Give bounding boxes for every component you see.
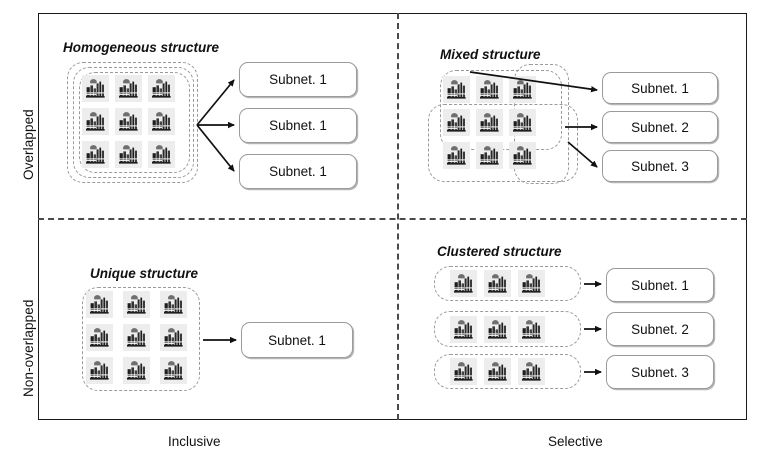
- factory-icon: [86, 291, 113, 318]
- subnet-label: Subnet. 1: [269, 118, 327, 133]
- factory-icon: [160, 357, 187, 384]
- subnet-box-br-2[interactable]: Subnet. 2: [606, 312, 714, 346]
- subnet-label: Subnet. 1: [631, 277, 689, 293]
- factory-icon: [123, 324, 150, 351]
- factory-icon: [484, 316, 511, 343]
- subnet-box-tl-3[interactable]: Subnet. 1: [239, 154, 357, 189]
- caption-homogeneous-structure: Homogeneous structure: [63, 40, 220, 55]
- factory-icon: [509, 76, 536, 103]
- device-grid-mixed: [443, 76, 542, 175]
- subnet-label: Subnet. 3: [631, 158, 689, 174]
- factory-icon: [115, 108, 142, 135]
- subnet-label: Subnet. 1: [269, 72, 327, 87]
- device-grid-cluster-1: [450, 270, 552, 297]
- group-outline-cluster-3: [434, 354, 581, 389]
- subnet-label: Subnet. 3: [631, 364, 689, 380]
- caption-unique-structure: Unique structure: [90, 266, 199, 281]
- group-outline-homogeneous-inner: [79, 72, 190, 173]
- factory-icon: [115, 75, 142, 102]
- subnet-label: Subnet. 2: [631, 321, 689, 337]
- factory-icon: [82, 108, 109, 135]
- factory-icon: [86, 324, 113, 351]
- factory-icon: [123, 357, 150, 384]
- factory-icon: [509, 109, 536, 136]
- factory-icon: [450, 316, 477, 343]
- factory-icon: [160, 324, 187, 351]
- factory-icon: [476, 76, 503, 103]
- factory-icon: [476, 142, 503, 169]
- factory-icon: [443, 76, 470, 103]
- caption-clustered-structure: Clustered structure: [437, 244, 562, 259]
- factory-icon: [518, 316, 545, 343]
- factory-icon: [123, 291, 150, 318]
- subnet-label: Subnet. 1: [268, 332, 326, 348]
- subnet-label: Subnet. 2: [631, 119, 689, 135]
- factory-icon: [450, 358, 477, 385]
- horizontal-divider: [38, 218, 747, 220]
- subnet-box-tl-1[interactable]: Subnet. 1: [239, 62, 357, 97]
- group-outline-homogeneous-middle: [73, 67, 194, 178]
- factory-icon: [148, 108, 175, 135]
- factory-icon: [518, 270, 545, 297]
- factory-icon: [148, 141, 175, 168]
- caption-mixed-structure: Mixed structure: [440, 47, 541, 62]
- subnet-label: Subnet. 1: [631, 80, 689, 96]
- group-outline-cluster-1: [434, 266, 581, 301]
- factory-icon: [160, 291, 187, 318]
- vertical-divider: [397, 13, 399, 420]
- factory-icon: [443, 109, 470, 136]
- factory-icon: [450, 270, 477, 297]
- subnet-box-br-1[interactable]: Subnet. 1: [606, 268, 714, 302]
- factory-icon: [86, 357, 113, 384]
- group-outline-cluster-2: [434, 311, 581, 347]
- factory-icon: [115, 141, 142, 168]
- subnet-box-tr-1[interactable]: Subnet. 1: [602, 72, 718, 104]
- subnet-box-bl-1[interactable]: Subnet. 1: [241, 322, 353, 358]
- factory-icon: [484, 270, 511, 297]
- device-grid-cluster-2: [450, 316, 552, 343]
- factory-icon: [509, 142, 536, 169]
- subnet-label: Subnet. 1: [269, 164, 327, 179]
- device-grid-cluster-3: [450, 358, 552, 385]
- factory-icon: [82, 75, 109, 102]
- factory-icon: [484, 358, 511, 385]
- subnet-box-br-3[interactable]: Subnet. 3: [606, 355, 714, 389]
- device-grid-unique: [86, 291, 197, 390]
- factory-icon: [476, 109, 503, 136]
- subnet-box-tr-3[interactable]: Subnet. 3: [602, 150, 718, 182]
- factory-icon: [518, 358, 545, 385]
- x-axis-label-inclusive: Inclusive: [168, 434, 221, 449]
- y-axis-label-non-overlapped: Non-overlapped: [21, 299, 36, 397]
- group-outline-unique: [82, 287, 200, 391]
- subnet-box-tr-2[interactable]: Subnet. 2: [602, 111, 718, 143]
- x-axis-label-selective: Selective: [548, 434, 603, 449]
- subnet-box-tl-2[interactable]: Subnet. 1: [239, 108, 357, 143]
- factory-icon: [443, 142, 470, 169]
- factory-icon: [82, 141, 109, 168]
- y-axis-label-overlapped: Overlapped: [21, 109, 36, 180]
- device-grid-homogeneous: [82, 75, 181, 174]
- factory-icon: [148, 75, 175, 102]
